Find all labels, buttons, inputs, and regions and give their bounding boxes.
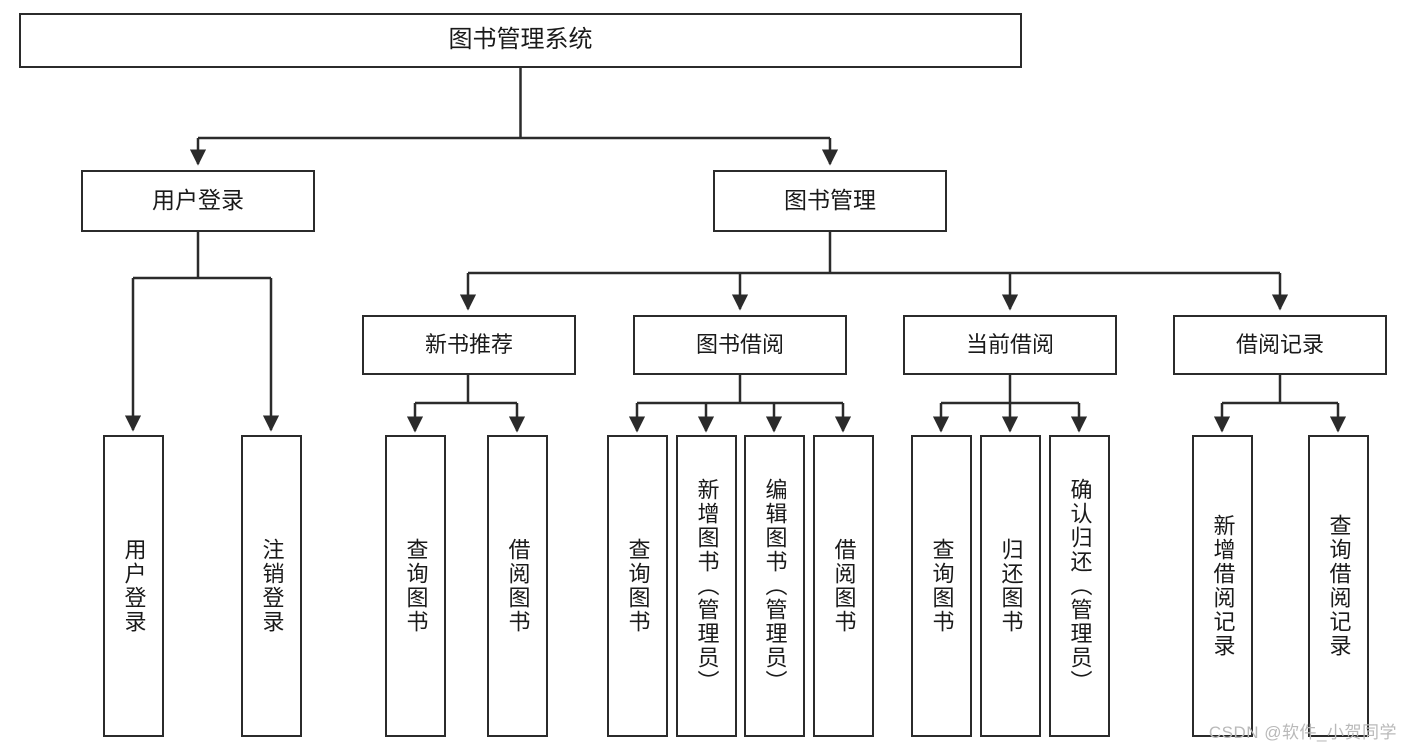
node-label: 编辑图书（管理员） bbox=[762, 478, 788, 694]
node-label: 借阅图书 bbox=[831, 538, 857, 634]
node-label: 新增图书（管理员） bbox=[694, 478, 720, 694]
node-label: 图书管理系统 bbox=[448, 26, 593, 54]
node-borrow-record[interactable]: 借阅记录 bbox=[1173, 315, 1387, 375]
leaf-query-borrow-record[interactable]: 查询借阅记录 bbox=[1308, 435, 1369, 737]
leaf-query-book-recommend[interactable]: 查询图书 bbox=[385, 435, 446, 737]
node-label: 借阅记录 bbox=[1235, 332, 1324, 358]
node-label: 查询借阅记录 bbox=[1326, 514, 1352, 658]
leaf-return-book[interactable]: 归还图书 bbox=[980, 435, 1041, 737]
leaf-add-borrow-record[interactable]: 新增借阅记录 bbox=[1192, 435, 1253, 737]
node-label: 借阅图书 bbox=[505, 538, 531, 634]
node-label: 新增借阅记录 bbox=[1210, 514, 1236, 658]
node-label: 图书管理 bbox=[784, 187, 876, 214]
node-label: 用户登录 bbox=[121, 538, 147, 634]
leaf-logout[interactable]: 注销登录 bbox=[241, 435, 302, 737]
node-user-login[interactable]: 用户登录 bbox=[81, 170, 315, 232]
node-book-borrow[interactable]: 图书借阅 bbox=[633, 315, 847, 375]
node-label: 当前借阅 bbox=[965, 332, 1054, 358]
node-label: 查询图书 bbox=[929, 538, 955, 634]
leaf-query-book-current[interactable]: 查询图书 bbox=[911, 435, 972, 737]
node-label: 图书借阅 bbox=[695, 332, 784, 358]
leaf-borrow-book-recommend[interactable]: 借阅图书 bbox=[487, 435, 548, 737]
leaf-confirm-return-admin[interactable]: 确认归还（管理员） bbox=[1049, 435, 1110, 737]
node-book-management[interactable]: 图书管理 bbox=[713, 170, 947, 232]
node-label: 用户登录 bbox=[152, 187, 244, 214]
node-current-borrow[interactable]: 当前借阅 bbox=[903, 315, 1117, 375]
node-label: 确认归还（管理员） bbox=[1067, 478, 1093, 694]
leaf-edit-book-admin[interactable]: 编辑图书（管理员） bbox=[744, 435, 805, 737]
leaf-user-login[interactable]: 用户登录 bbox=[103, 435, 164, 737]
leaf-query-book-borrow[interactable]: 查询图书 bbox=[607, 435, 668, 737]
node-label: 注销登录 bbox=[259, 538, 285, 634]
leaf-borrow-book[interactable]: 借阅图书 bbox=[813, 435, 874, 737]
node-label: 归还图书 bbox=[998, 538, 1024, 634]
leaf-add-book-admin[interactable]: 新增图书（管理员） bbox=[676, 435, 737, 737]
node-label: 查询图书 bbox=[625, 538, 651, 634]
node-label: 查询图书 bbox=[403, 538, 429, 634]
node-label: 新书推荐 bbox=[424, 332, 513, 358]
csdn-watermark: CSDN @软件_小贺同学 bbox=[1208, 723, 1397, 742]
node-root-system[interactable]: 图书管理系统 bbox=[19, 13, 1022, 68]
node-new-book-recommend[interactable]: 新书推荐 bbox=[362, 315, 576, 375]
